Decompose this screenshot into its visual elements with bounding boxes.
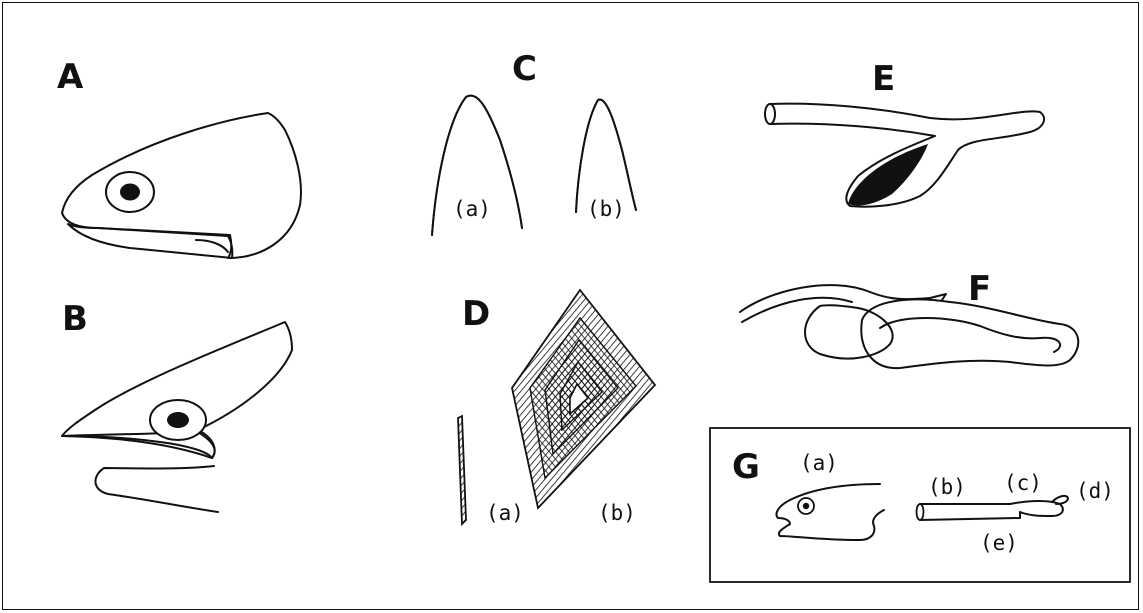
label-a: A [57, 57, 84, 97]
panel-g-a-fish-head [777, 484, 885, 540]
panel-c: C (a) (b) [432, 49, 636, 235]
panel-a-pupil [120, 184, 140, 201]
panel-f-coil-left [805, 305, 893, 358]
panel-g-sublabel-b: (b) [928, 475, 966, 499]
panel-f-coil-main [861, 299, 1078, 368]
panel-c-b-outline [576, 100, 636, 212]
panel-e-tube-opening [765, 104, 775, 124]
panel-d-a-scale [458, 416, 466, 524]
panel-g-sublabel-c: (c) [1004, 471, 1042, 495]
panel-c-sublabel-b: (b) [587, 197, 625, 221]
panel-g-a-pupil [803, 503, 809, 509]
panel-b-pupil [167, 412, 189, 428]
panel-a: A [57, 57, 301, 258]
panel-f-coil-inner [880, 318, 1060, 352]
panel-g: G (a) (b) (c) (d) (e) [710, 428, 1130, 582]
label-e: E [872, 59, 895, 99]
panel-a-head [62, 113, 301, 258]
panel-d-sublabel-a: (a) [486, 501, 524, 525]
panel-g-sublabel-d: (d) [1076, 479, 1114, 503]
panel-f: F [740, 269, 1078, 368]
panel-c-b-fringe [576, 100, 636, 212]
panel-g-sublabel-a: (a) [800, 451, 838, 475]
panel-g-tube-opening [917, 504, 924, 520]
panel-d-sublabel-b: (b) [598, 501, 636, 525]
label-g: G [732, 447, 760, 487]
panel-a-mouth-line [196, 240, 228, 252]
panel-g-sublabel-e: (e) [980, 531, 1018, 555]
panel-d: D (a) (b) [458, 290, 655, 525]
label-b: B [62, 299, 88, 339]
panel-b: B [62, 299, 292, 512]
label-c: C [512, 49, 537, 89]
panel-c-sublabel-a: (a) [453, 197, 491, 221]
label-f: F [968, 269, 991, 309]
panel-b-lower-jaw [95, 466, 218, 512]
panel-g-tube [920, 501, 1063, 520]
panel-e: E [765, 59, 1044, 207]
label-d: D [462, 294, 490, 334]
